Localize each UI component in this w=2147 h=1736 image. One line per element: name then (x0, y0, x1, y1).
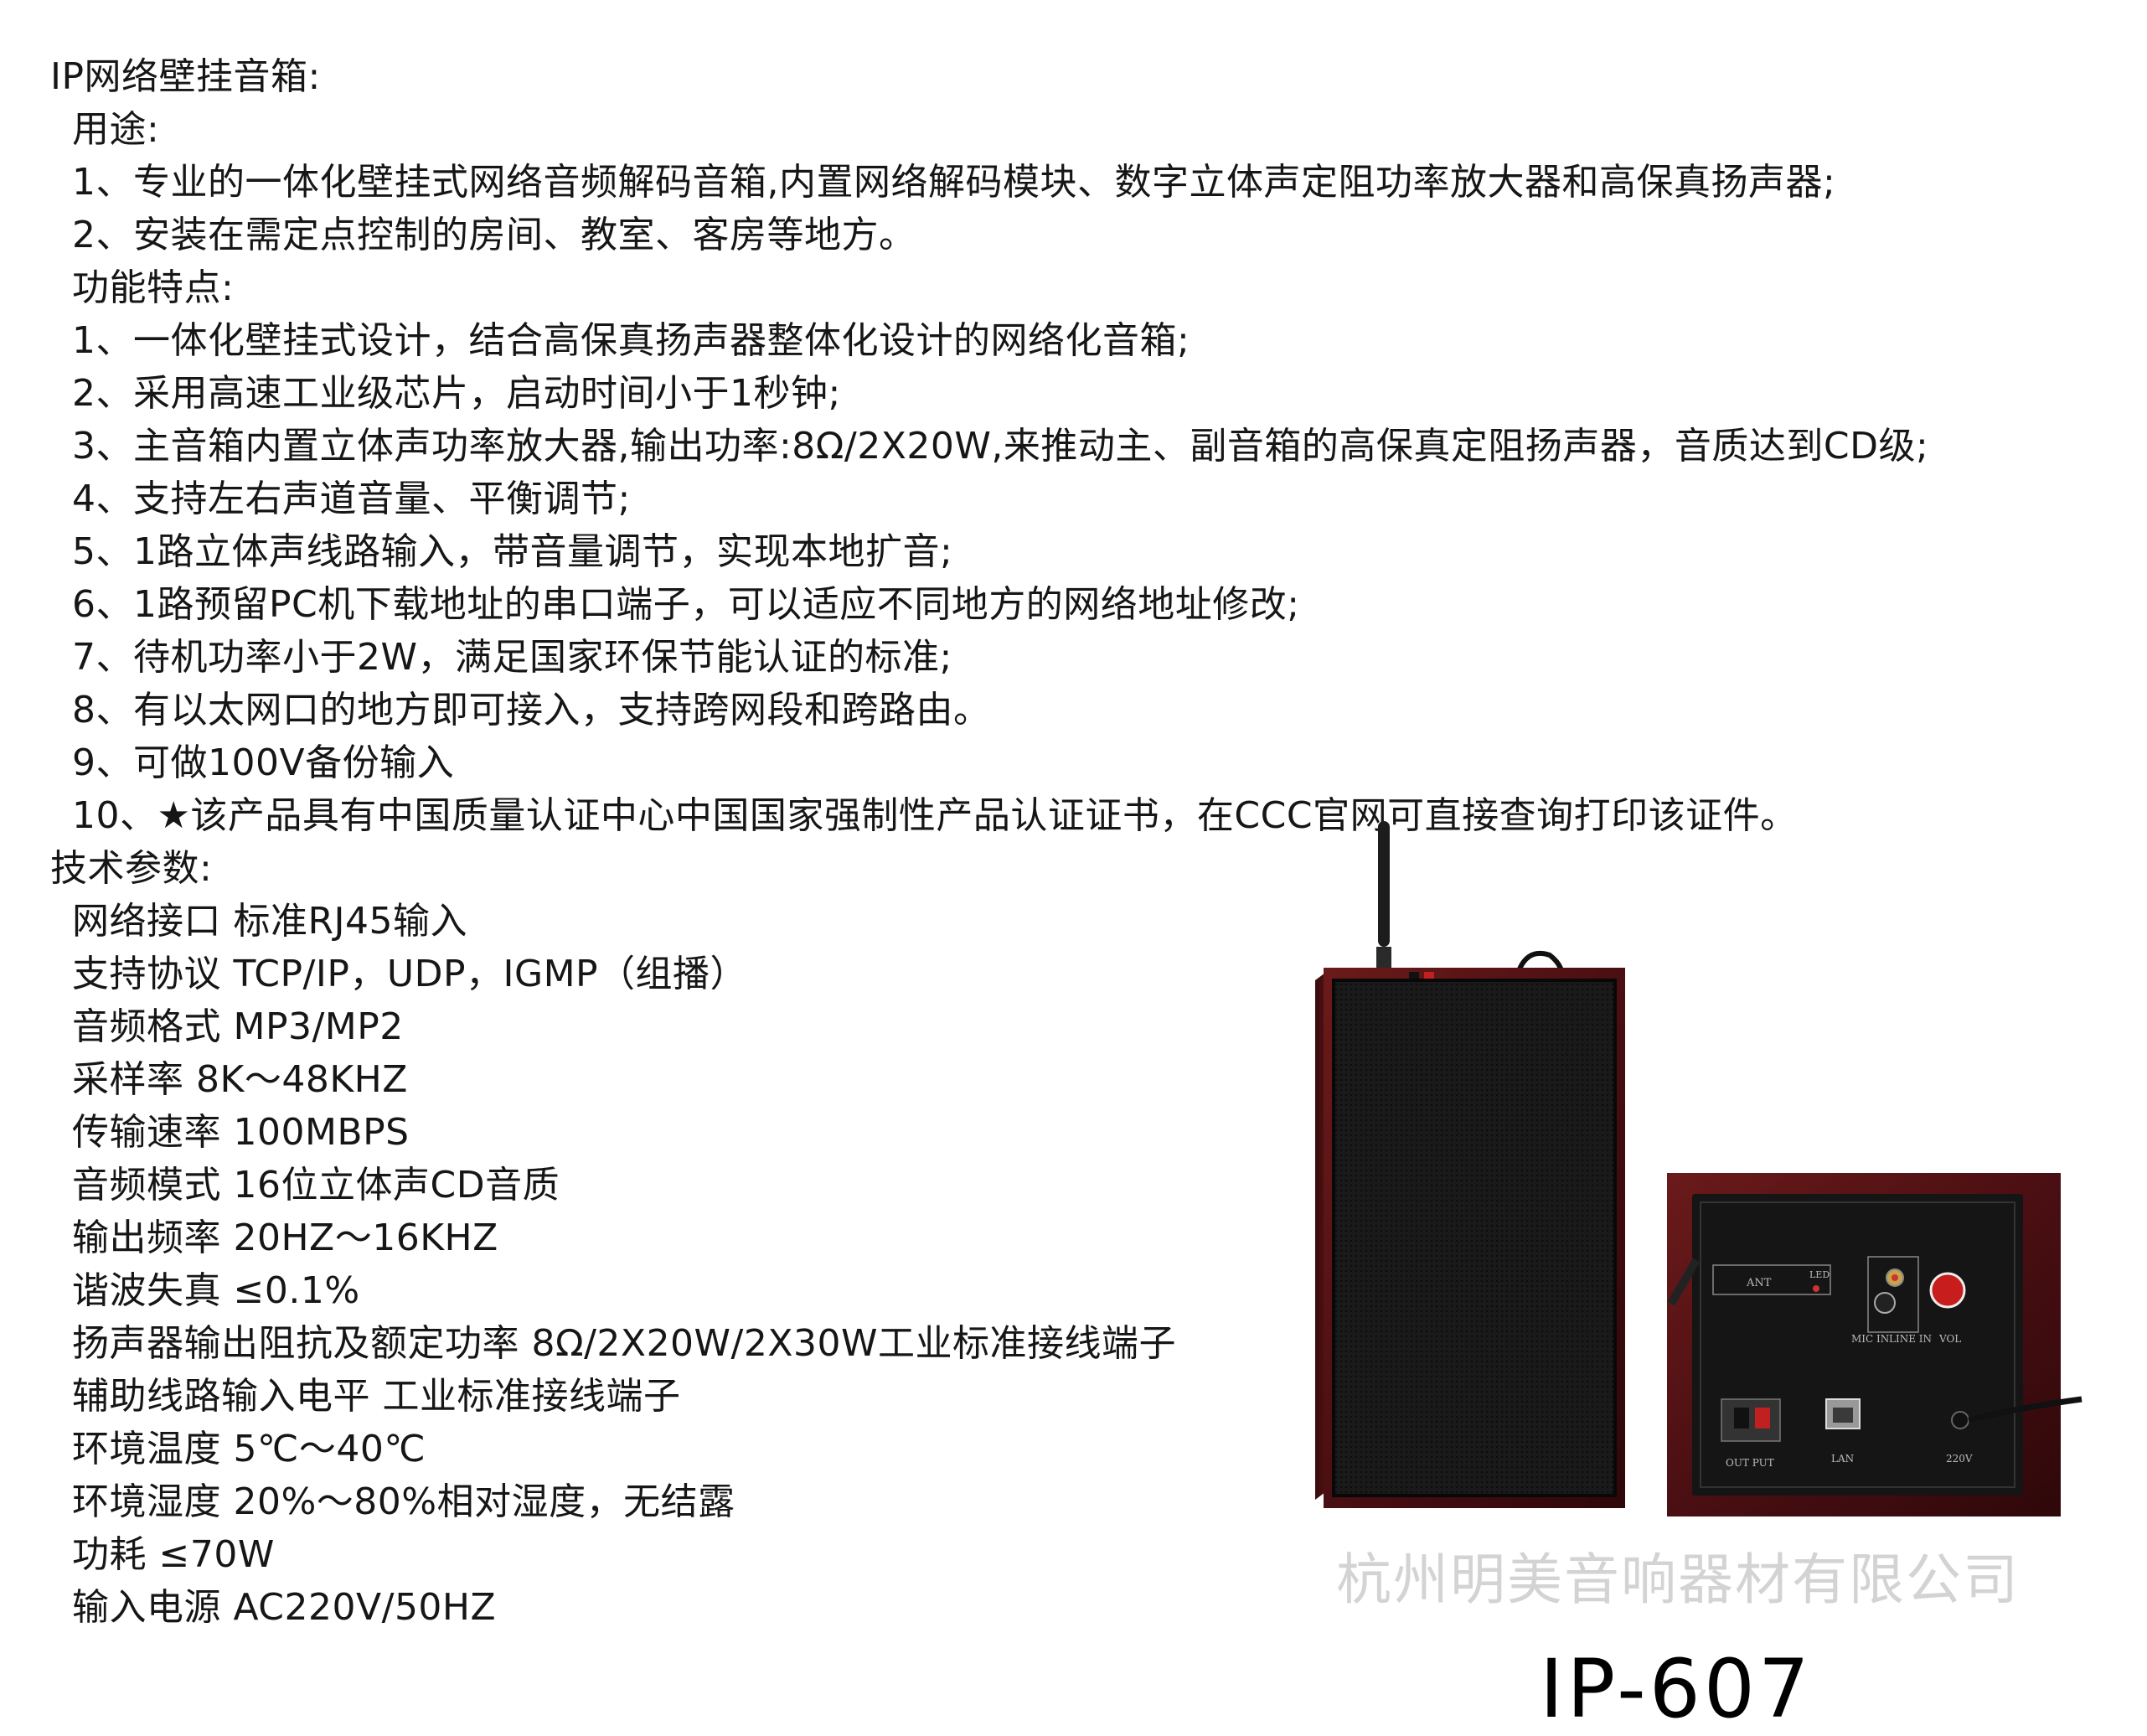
specs-heading: 技术参数: (50, 847, 213, 890)
feature-item: 5、1路立体声线路输入，带音量调节，实现本地扩音; (72, 530, 953, 573)
lan-port-inner (1833, 1408, 1853, 1423)
line-in-box (1867, 1256, 1919, 1333)
feature-item: 8、有以太网口的地方即可接入，支持跨网段和跨路由。 (72, 689, 991, 731)
speaker-grille (1332, 979, 1617, 1497)
spec-item: 支持协议 TCP/IP，UDP，IGMP（组播） (72, 953, 748, 995)
spec-item: 辅助线路输入电平 工业标准接线端子 (72, 1375, 681, 1418)
output-label: OUT PUT (1726, 1457, 1774, 1469)
feature-item: 2、采用高速工业级芯片，启动时间小于1秒钟; (72, 372, 841, 415)
feature-item: 7、待机功率小于2W，满足国家环保节能认证的标准; (72, 636, 952, 679)
spec-item: 输出频率 20HZ～16KHZ (72, 1217, 498, 1259)
top-terminal-black-icon (1409, 972, 1419, 979)
feature-item: 3、主音箱内置立体声功率放大器,输出功率:8Ω/2X20W,来推动主、副音箱的高… (72, 425, 1929, 468)
lan-label: LAN (1831, 1453, 1854, 1465)
spec-item: 谐波失真 ≤0.1% (72, 1269, 360, 1312)
terminal-black-icon (1734, 1408, 1749, 1429)
watermark: 杭州明美音响器材有限公司 (1336, 1547, 2020, 1612)
rear-speaker: ANT LED MIC IN LINE IN VOL OUT PUT LAN 2… (1667, 1173, 2082, 1516)
spec-item: 输入电源 AC220V/50HZ (72, 1586, 497, 1629)
vol-knob-icon (1929, 1272, 1966, 1309)
ant-box (1712, 1264, 1831, 1295)
product-photo: ANT LED MIC IN LINE IN VOL OUT PUT LAN 2… (1315, 821, 2082, 1516)
spec-item: 音频格式 MP3/MP2 (72, 1005, 404, 1048)
spec-item: 功耗 ≤70W (72, 1533, 275, 1576)
antenna-stub (1667, 1258, 1701, 1306)
spec-item: 音频模式 16位立体声CD音质 (72, 1164, 560, 1206)
antenna-icon (1378, 821, 1390, 947)
spec-item: 环境温度 5℃～40℃ (72, 1428, 426, 1470)
led-icon (1813, 1285, 1819, 1292)
output-terminal (1721, 1398, 1781, 1442)
features-heading: 功能特点: (72, 266, 235, 309)
feature-item: 6、1路预留PC机下载地址的串口端子，可以适应不同地方的网络地址修改; (72, 583, 1300, 626)
antenna-base (1376, 947, 1391, 972)
panel-border (1700, 1201, 2015, 1488)
terminal-red-icon (1755, 1408, 1770, 1429)
page-title: IP网络壁挂音箱: (50, 55, 321, 98)
mic-in-label: MIC IN (1851, 1333, 1889, 1345)
front-speaker (1315, 821, 1625, 1508)
feature-item: 10、★该产品具有中国质量认证中心中国国家强制性产品认证证书，在CCC官网可直接… (72, 794, 1798, 837)
feature-item: 4、支持左右声道音量、平衡调节; (72, 478, 631, 520)
power-inlet-icon (1951, 1411, 1969, 1429)
vol-label: VOL (1938, 1333, 1961, 1345)
spec-item: 传输速率 100MBPS (72, 1111, 410, 1154)
usage-heading: 用途: (72, 108, 160, 151)
led-label: LED (1809, 1269, 1830, 1280)
feature-item: 9、可做100V备份输入 (72, 741, 455, 784)
mic-in-jack-icon (1874, 1292, 1896, 1314)
power-label: 220V (1946, 1453, 1973, 1465)
spec-item: 采样率 8K～48KHZ (72, 1058, 408, 1101)
model-number: IP-607 (1540, 1642, 1813, 1736)
ant-label: ANT (1746, 1277, 1772, 1289)
feature-item: 1、一体化壁挂式设计，结合高保真扬声器整体化设计的网络化音箱; (72, 319, 1190, 362)
usage-item: 1、专业的一体化壁挂式网络音频解码音箱,内置网络解码模块、数字立体声定阻功率放大… (72, 161, 1836, 204)
line-in-label: LINE IN (1889, 1333, 1932, 1345)
usage-item: 2、安装在需定点控制的房间、教室、客房等地方。 (72, 214, 916, 256)
top-terminal-red-icon (1424, 972, 1434, 979)
line-in-pin-icon (1892, 1274, 1898, 1281)
power-cord (1968, 1396, 2082, 1423)
spec-item: 环境湿度 20%～80%相对湿度，无结露 (72, 1480, 735, 1523)
rear-panel (1692, 1194, 2023, 1496)
spec-item: 扬声器输出阻抗及额定功率 8Ω/2X20W/2X30W工业标准接线端子 (72, 1322, 1177, 1365)
spec-item: 网络接口 标准RJ45输入 (72, 900, 468, 943)
